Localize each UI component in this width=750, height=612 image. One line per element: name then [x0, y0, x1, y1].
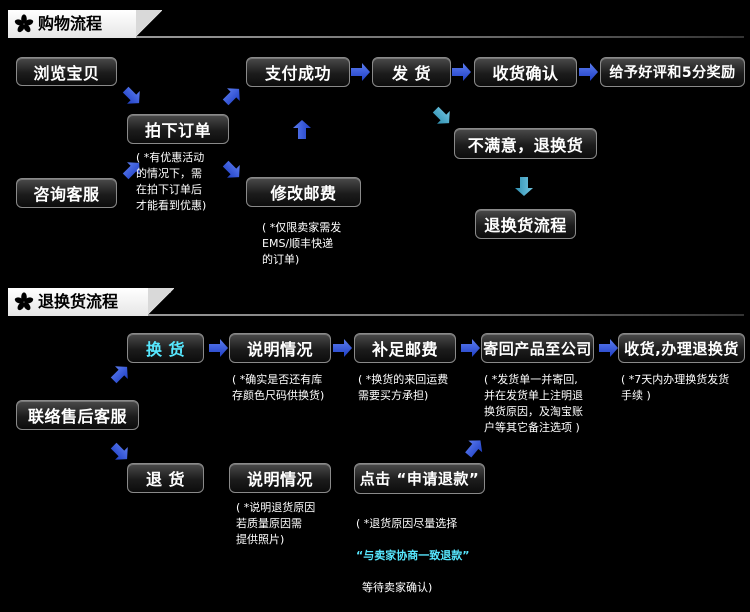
box-exchange: 换 货: [127, 333, 204, 363]
arrow-right-icon: [452, 63, 471, 81]
box-unsatisfied: 不满意，退换货: [454, 128, 597, 159]
box-send-back: 寄回产品至公司: [481, 333, 594, 363]
arrow-up-icon: [293, 120, 311, 139]
section-title: 购物流程: [38, 14, 103, 33]
box-consult: 咨询客服: [16, 178, 117, 208]
arrow-right-icon: [107, 439, 134, 466]
box-receive-process: 收货,办理退换货: [618, 333, 745, 363]
box-apply-refund: 点击 “申请退款”: [354, 463, 485, 494]
section-header-return: 退换货流程: [8, 288, 750, 316]
box-order: 拍下订单: [127, 114, 229, 144]
arrow-right-icon: [579, 63, 598, 81]
header-divider: [148, 314, 744, 316]
section-title: 退换货流程: [38, 292, 119, 311]
arrow-right-icon: [599, 339, 618, 357]
flower-icon: [14, 14, 34, 33]
box-explain1: 说明情况: [229, 333, 331, 363]
box-refund: 退 货: [127, 463, 204, 493]
note-postage2: ( *换货的来回运费 需要买方承担): [358, 373, 449, 402]
box-add-postage: 补足邮费: [354, 333, 456, 363]
flow-diagram: 购物流程 退换货流程: [8, 10, 750, 594]
note-refund-highlight: “与卖家协商一致退款”: [356, 549, 470, 562]
arrow-right-icon: [119, 83, 146, 110]
box-review: 给予好评和5分奖励: [600, 57, 745, 87]
arrow-right-icon: [351, 63, 370, 81]
box-browse: 浏览宝贝: [16, 57, 117, 86]
note-postage: ( *仅限卖家需发 EMS/顺丰快递 的订单): [262, 221, 342, 266]
box-modify-postage: 修改邮费: [246, 177, 361, 207]
box-return-process: 退换货流程: [475, 209, 576, 239]
arrow-right-icon: [219, 82, 246, 109]
arrow-right-icon: [209, 339, 228, 357]
note-explain1: ( *确实是否还有库 存颜色尺码供换货): [232, 373, 325, 402]
arrow-down-icon: [515, 177, 533, 196]
note-explain2: ( *说明退货原因 若质量原因需 提供照片): [236, 501, 316, 546]
box-explain2: 说明情况: [229, 463, 331, 493]
box-contact-service: 联络售后客服: [16, 400, 139, 430]
section-header-shopping: 购物流程: [8, 10, 750, 38]
box-ship: 发 货: [372, 57, 451, 87]
box-pay-success: 支付成功: [246, 57, 350, 87]
note-send-back: ( *发货单一并寄回, 并在发货单上注明退 换货原因，及淘宝账 户等其它备注选项…: [484, 373, 583, 434]
note-refund-line3: 等待卖家确认): [362, 581, 433, 594]
arrow-up-right-icon: [461, 434, 488, 461]
arrow-right-icon: [107, 360, 134, 387]
note-process: ( *7天内办理换货发货 手续 ): [621, 373, 730, 402]
note-refund: ( *退货原因尽量选择 “与卖家协商一致退款” 等待卖家确认): [356, 500, 496, 612]
arrow-right-icon: [461, 339, 480, 357]
note-order: ( *有优惠活动 的情况下，需 在拍下订单后 才能看到优惠): [136, 151, 207, 212]
note-refund-line1: ( *退货原因尽量选择: [356, 517, 458, 530]
box-confirm-receipt: 收货确认: [474, 57, 577, 87]
arrow-right-icon: [333, 339, 352, 357]
arrow-down-icon: [429, 103, 456, 130]
header-divider: [136, 36, 744, 38]
flower-icon: [14, 292, 34, 311]
